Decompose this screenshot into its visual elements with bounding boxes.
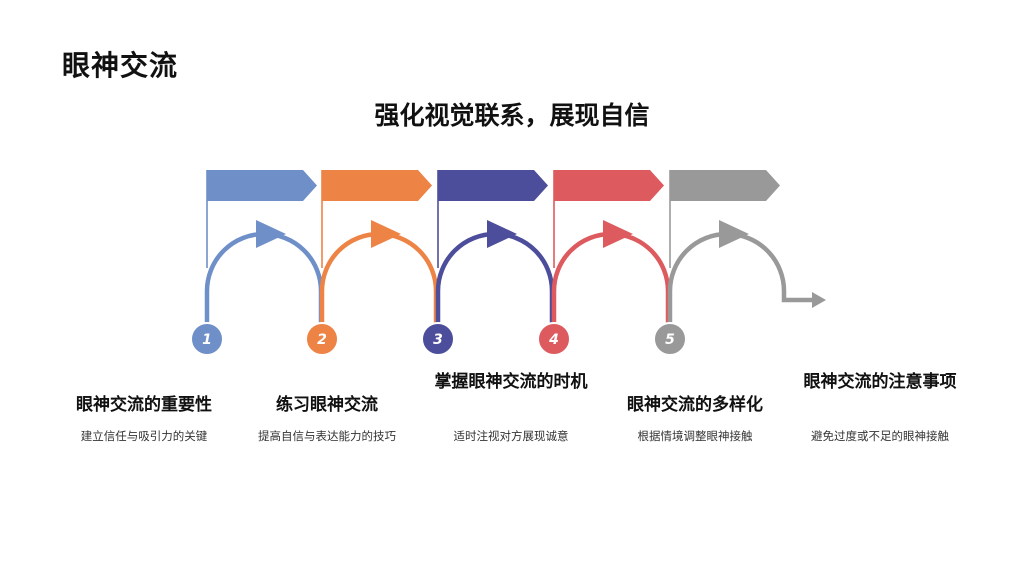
arc-connector-5 bbox=[667, 231, 815, 336]
step-desc-1: 建立信任与吸引力的关键 bbox=[80, 429, 208, 443]
arc-connector-1 bbox=[204, 231, 324, 336]
flag-banner-2 bbox=[322, 170, 432, 201]
step-number-2: 2 bbox=[317, 332, 327, 348]
step-title-3: 掌握眼神交流的时机 bbox=[434, 372, 588, 392]
end-arrowhead bbox=[812, 292, 826, 308]
arc-arrowhead-2 bbox=[371, 220, 401, 248]
arc-arrowhead-5 bbox=[719, 220, 749, 248]
step-badge-5 bbox=[653, 322, 687, 356]
step-number-5: 5 bbox=[665, 332, 675, 348]
arc-connector-3 bbox=[435, 231, 555, 336]
page-title: 眼神交流 bbox=[62, 49, 179, 82]
step-badge-1 bbox=[190, 322, 224, 356]
step-desc-2: 提高自信与表达能力的技巧 bbox=[258, 429, 396, 443]
arc-arrowhead-3 bbox=[487, 220, 517, 248]
flag-banner-1 bbox=[207, 170, 317, 201]
step-number-3: 3 bbox=[433, 332, 443, 348]
step-title-1: 眼神交流的重要性 bbox=[76, 395, 212, 415]
flag-banner-4 bbox=[554, 170, 664, 201]
step-title-5: 眼神交流的注意事项 bbox=[803, 372, 957, 392]
step-desc-3: 适时注视对方展现诚意 bbox=[453, 429, 569, 443]
step-badge-3 bbox=[421, 322, 455, 356]
arc-arrowhead-4 bbox=[603, 220, 633, 248]
step-badge-4 bbox=[537, 322, 571, 356]
step-badge-2 bbox=[305, 322, 339, 356]
step-number-4: 4 bbox=[548, 332, 559, 348]
step-title-2: 练习眼神交流 bbox=[276, 395, 378, 415]
step-desc-4: 根据情境调整眼神接触 bbox=[637, 429, 753, 443]
step-title-4: 眼神交流的多样化 bbox=[627, 395, 763, 415]
subtitle: 强化视觉联系，展现自信 bbox=[374, 101, 650, 130]
arc-connector-4 bbox=[551, 231, 671, 336]
step-desc-5: 避免过度或不足的眼神接触 bbox=[811, 429, 949, 443]
flag-banner-5 bbox=[670, 170, 780, 201]
arc-arrowhead-1 bbox=[256, 220, 286, 248]
arc-connector-2 bbox=[319, 231, 439, 336]
step-number-1: 1 bbox=[202, 332, 212, 348]
flag-banner-3 bbox=[438, 170, 548, 201]
